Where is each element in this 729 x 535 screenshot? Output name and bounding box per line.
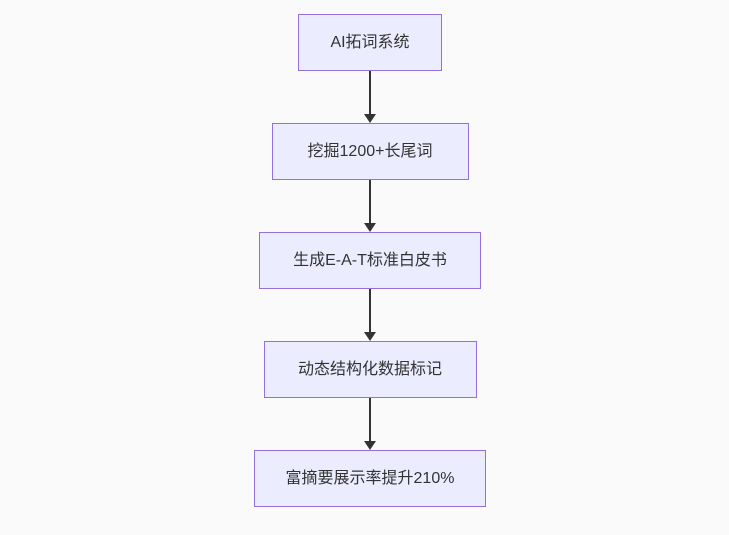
arrow-line — [369, 180, 371, 223]
arrow-line — [369, 289, 371, 332]
flow-node-eat-whitepaper: 生成E-A-T标准白皮书 — [259, 232, 481, 289]
flow-node-label: AI拓词系统 — [330, 34, 410, 51]
arrow-line — [369, 398, 371, 441]
flow-node-label: 富摘要展示率提升210% — [285, 470, 455, 487]
flow-arrow-2 — [364, 180, 376, 232]
flow-node-structured-data-markup: 动态结构化数据标记 — [263, 341, 477, 398]
flow-arrow-3 — [364, 289, 376, 341]
arrowhead-down-icon — [364, 114, 376, 123]
flowchart: AI拓词系统 挖掘1200+长尾词 生成E-A-T标准白皮书 动态结构化数据标记… — [254, 14, 486, 507]
flow-node-label: 挖掘1200+长尾词 — [307, 143, 433, 160]
flow-arrow-1 — [364, 71, 376, 123]
arrowhead-down-icon — [364, 332, 376, 341]
flow-node-rich-snippet-result: 富摘要展示率提升210% — [254, 450, 486, 507]
flow-node-longtail-mining: 挖掘1200+长尾词 — [271, 123, 469, 180]
flow-arrow-4 — [364, 398, 376, 450]
flow-node-ai-keyword-system: AI拓词系统 — [298, 14, 442, 71]
arrow-line — [369, 71, 371, 114]
flow-node-label: 动态结构化数据标记 — [297, 361, 442, 378]
arrowhead-down-icon — [364, 441, 376, 450]
flow-node-label: 生成E-A-T标准白皮书 — [293, 252, 447, 269]
arrowhead-down-icon — [364, 223, 376, 232]
